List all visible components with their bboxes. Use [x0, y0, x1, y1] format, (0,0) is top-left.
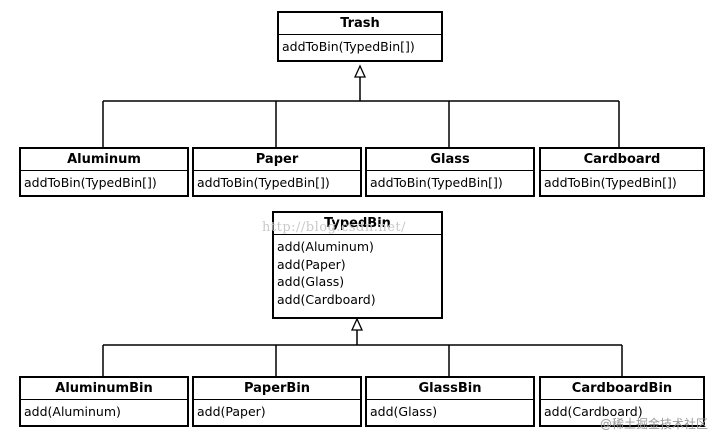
trash-inheritance-arrow-icon [353, 64, 367, 78]
method-list: addToBin(TypedBin[]) [194, 171, 360, 194]
class-name: GlassBin [367, 378, 533, 400]
class-name: TypedBin [274, 213, 441, 235]
method: addToBin(TypedBin[]) [282, 39, 415, 54]
method: add(Glass) [277, 274, 345, 289]
method: add(Aluminum) [24, 404, 121, 419]
class-cardboard: Cardboard addToBin(TypedBin[]) [539, 147, 705, 197]
method-list: add(Paper) [194, 400, 360, 423]
method: add(Paper) [277, 256, 346, 272]
class-name: PaperBin [194, 378, 360, 400]
method-list: addToBin(TypedBin[]) [279, 35, 441, 58]
class-glassbin: GlassBin add(Glass) [365, 376, 535, 427]
watermark-text: http://blog.csdn.net/ [262, 220, 406, 235]
method-list: add(Cardboard) [541, 400, 703, 423]
method: add(Cardboard) [277, 291, 376, 307]
class-name: CardboardBin [541, 378, 703, 400]
class-cardboardbin: CardboardBin add(Cardboard) [539, 376, 705, 427]
class-paperbin: PaperBin add(Paper) [192, 376, 362, 427]
class-name: AluminumBin [21, 378, 187, 400]
class-glass: Glass addToBin(TypedBin[]) [365, 147, 535, 197]
class-aluminumbin: AluminumBin add(Aluminum) [19, 376, 189, 427]
method: addToBin(TypedBin[]) [24, 175, 157, 190]
class-name: Paper [194, 149, 360, 171]
method-list: addToBin(TypedBin[]) [21, 171, 187, 194]
method-list: addToBin(TypedBin[]) [367, 171, 533, 194]
class-trash: Trash addToBin(TypedBin[]) [277, 11, 443, 62]
method: addToBin(TypedBin[]) [544, 175, 677, 190]
class-name: Cardboard [541, 149, 703, 171]
credit-text: @稀土掘金技术社区 [599, 417, 708, 431]
method: add(Aluminum) [277, 239, 374, 254]
class-name: Glass [367, 149, 533, 171]
class-name: Aluminum [21, 149, 187, 171]
method-list: add(Glass) [367, 400, 533, 423]
class-paper: Paper addToBin(TypedBin[]) [192, 147, 362, 197]
class-name: Trash [279, 13, 441, 35]
class-typedbin: TypedBin add(Aluminum) add(Paper) add(Gl… [272, 211, 443, 319]
method: add(Paper) [197, 404, 266, 419]
method-list: add(Aluminum) [21, 400, 187, 423]
method: add(Glass) [370, 404, 438, 419]
class-aluminum: Aluminum addToBin(TypedBin[]) [19, 147, 189, 197]
method-list: add(Aluminum) add(Paper) add(Glass) add(… [274, 235, 441, 310]
method: addToBin(TypedBin[]) [197, 175, 330, 190]
method: addToBin(TypedBin[]) [370, 175, 503, 190]
method: add(Cardboard) [544, 404, 643, 419]
method-list: addToBin(TypedBin[]) [541, 171, 703, 194]
typedbin-inheritance-arrow-icon [350, 317, 364, 331]
